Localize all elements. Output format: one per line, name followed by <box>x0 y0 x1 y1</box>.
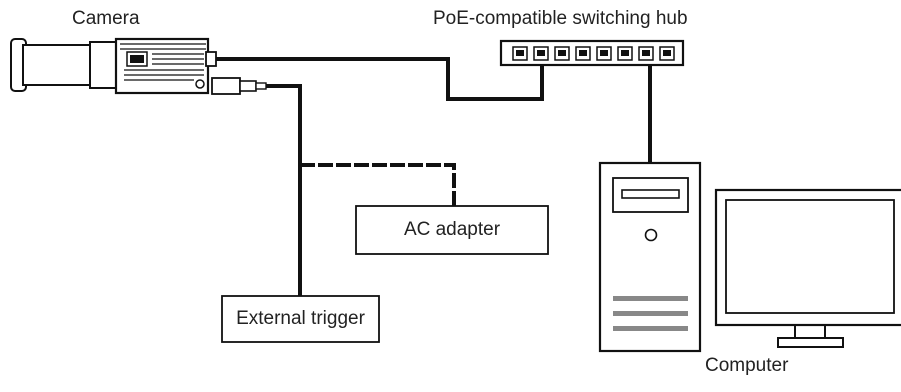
pc-tower-icon <box>598 161 702 353</box>
hub-ports <box>512 46 675 61</box>
monitor-icon <box>714 188 901 348</box>
external-trigger-box <box>221 295 380 343</box>
ethernet-cable-camera <box>212 56 544 101</box>
ac-adapter-box <box>355 205 549 255</box>
external-trigger-label: External trigger <box>236 308 365 329</box>
computer-label: Computer <box>705 355 789 376</box>
camera-icon <box>10 37 267 95</box>
cables <box>212 56 652 298</box>
hub-label: PoE-compatible switching hub <box>433 8 688 29</box>
switching-hub-icon <box>499 39 685 67</box>
trigger-cable <box>264 84 302 298</box>
ac-adapter-power-line <box>300 163 456 208</box>
ac-adapter-label: AC adapter <box>403 219 501 240</box>
camera-label: Camera <box>72 8 140 29</box>
